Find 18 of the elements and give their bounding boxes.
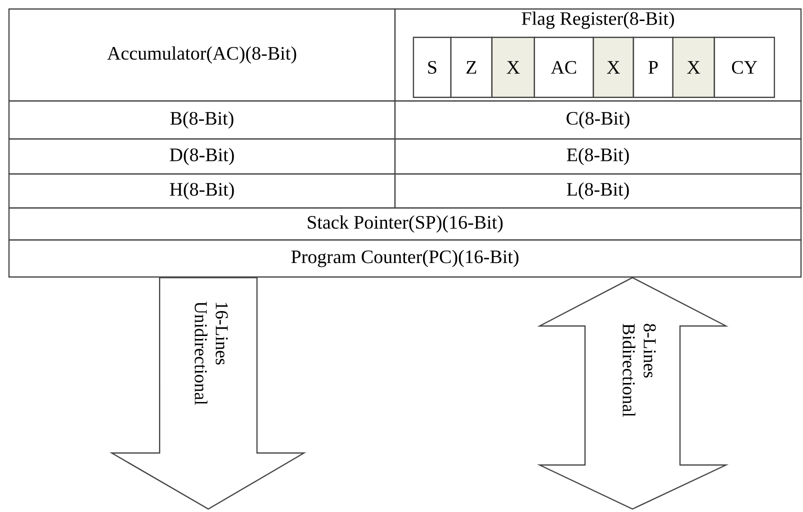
flag-bit-cell: S bbox=[412, 36, 452, 98]
register-cell: L(8-Bit) bbox=[394, 173, 802, 209]
register-cell: Stack Pointer(SP)(16-Bit) bbox=[8, 207, 802, 241]
flag-bit-cell: AC bbox=[534, 36, 594, 98]
flag-bit-cell: X bbox=[491, 36, 536, 98]
edge-label: 8-Lines Bidirectional bbox=[622, 322, 657, 440]
edge-label: 16-Lines Unidirectional bbox=[194, 300, 229, 418]
flag-bit-cell: Z bbox=[450, 36, 493, 98]
register-cell: D(8-Bit) bbox=[8, 138, 396, 175]
register-cell: B(8-Bit) bbox=[8, 100, 396, 140]
register-cell: H(8-Bit) bbox=[8, 173, 396, 209]
flag-bit-cell: CY bbox=[714, 36, 775, 98]
register-cell: E(8-Bit) bbox=[394, 138, 802, 175]
register-cell: Program Counter(PC)(16-Bit) bbox=[8, 239, 802, 278]
flag-bit-cell: P bbox=[632, 36, 674, 98]
flag-bit-cell: X bbox=[592, 36, 634, 98]
flag-bit-cell: X bbox=[672, 36, 715, 98]
register-cell: C(8-Bit) bbox=[394, 100, 802, 140]
